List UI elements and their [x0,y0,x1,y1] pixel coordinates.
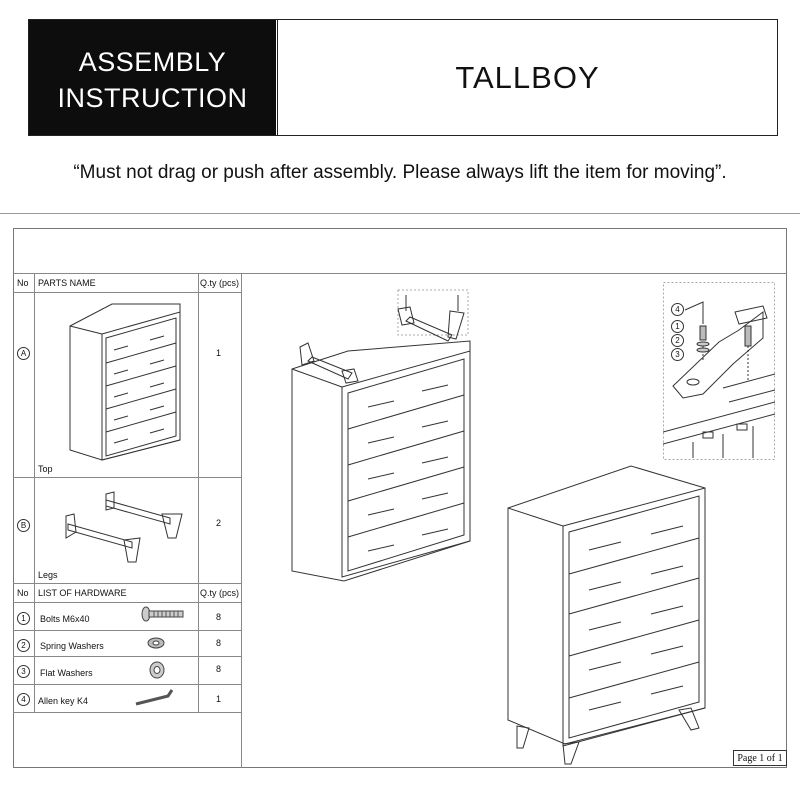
assembly-step-illustration [291,289,471,582]
hardware-2-marker: 2 [17,639,30,652]
hardware-1-marker: 1 [17,612,30,625]
product-title: TALLBOY [277,20,777,135]
hardware-4-qty: 1 [216,694,222,704]
flat-washer-icon [149,661,165,679]
part-a-qty: 1 [216,348,222,358]
part-a-marker: A [17,347,30,360]
hardware-3-name: Flat Washers [40,668,93,678]
hardware-3-qty: 8 [216,664,222,674]
brand-line-2: INSTRUCTION [57,83,248,113]
detail-callout-2: 2 [671,334,684,347]
hardware-2-name: Spring Washers [40,641,104,651]
hardware-4-marker: 4 [17,693,30,706]
detail-callout-3: 3 [671,348,684,361]
part-b-caption: Legs [38,570,58,580]
parts-col-name: PARTS NAME [38,278,96,288]
tallboy-top-thumbnail-icon [69,303,181,461]
brand-block: ASSEMBLY INSTRUCTION [29,20,276,135]
part-b-qty: 2 [216,518,222,528]
finished-tallboy-illustration [507,465,706,765]
header-box: ASSEMBLY INSTRUCTION TALLBOY [28,19,778,136]
allen-key-icon [135,689,174,706]
instruction-sheet [0,213,800,801]
hardware-4-name: Allen key K4 [38,696,89,706]
hardware-2-qty: 8 [216,638,222,648]
hardware-col-name: LIST OF HARDWARE [38,588,127,598]
brand-line-1: ASSEMBLY [78,47,227,77]
part-a-caption: Top [38,464,53,474]
detail-callout-4: 4 [671,303,684,316]
detail-callout-1: 1 [671,320,684,333]
page-indicator: Page 1 of 1 [733,750,787,766]
hardware-1-name: Bolts M6x40 [40,614,90,624]
legs-thumbnail-icon [65,491,183,563]
instruction-frame [13,228,787,768]
bolt-icon [141,606,184,622]
parts-col-no: No [17,278,29,288]
hardware-1-qty: 8 [216,612,222,622]
part-b-marker: B [17,519,30,532]
hardware-3-marker: 3 [17,665,30,678]
hardware-col-qty: Q.ty (pcs) [200,588,240,598]
hardware-col-no: No [17,588,29,598]
warning-text: “Must not drag or push after assembly. P… [73,162,727,183]
parts-col-qty: Q.ty (pcs) [200,278,240,288]
spring-washer-icon [147,637,165,649]
detail-callout-illustration [663,282,775,460]
